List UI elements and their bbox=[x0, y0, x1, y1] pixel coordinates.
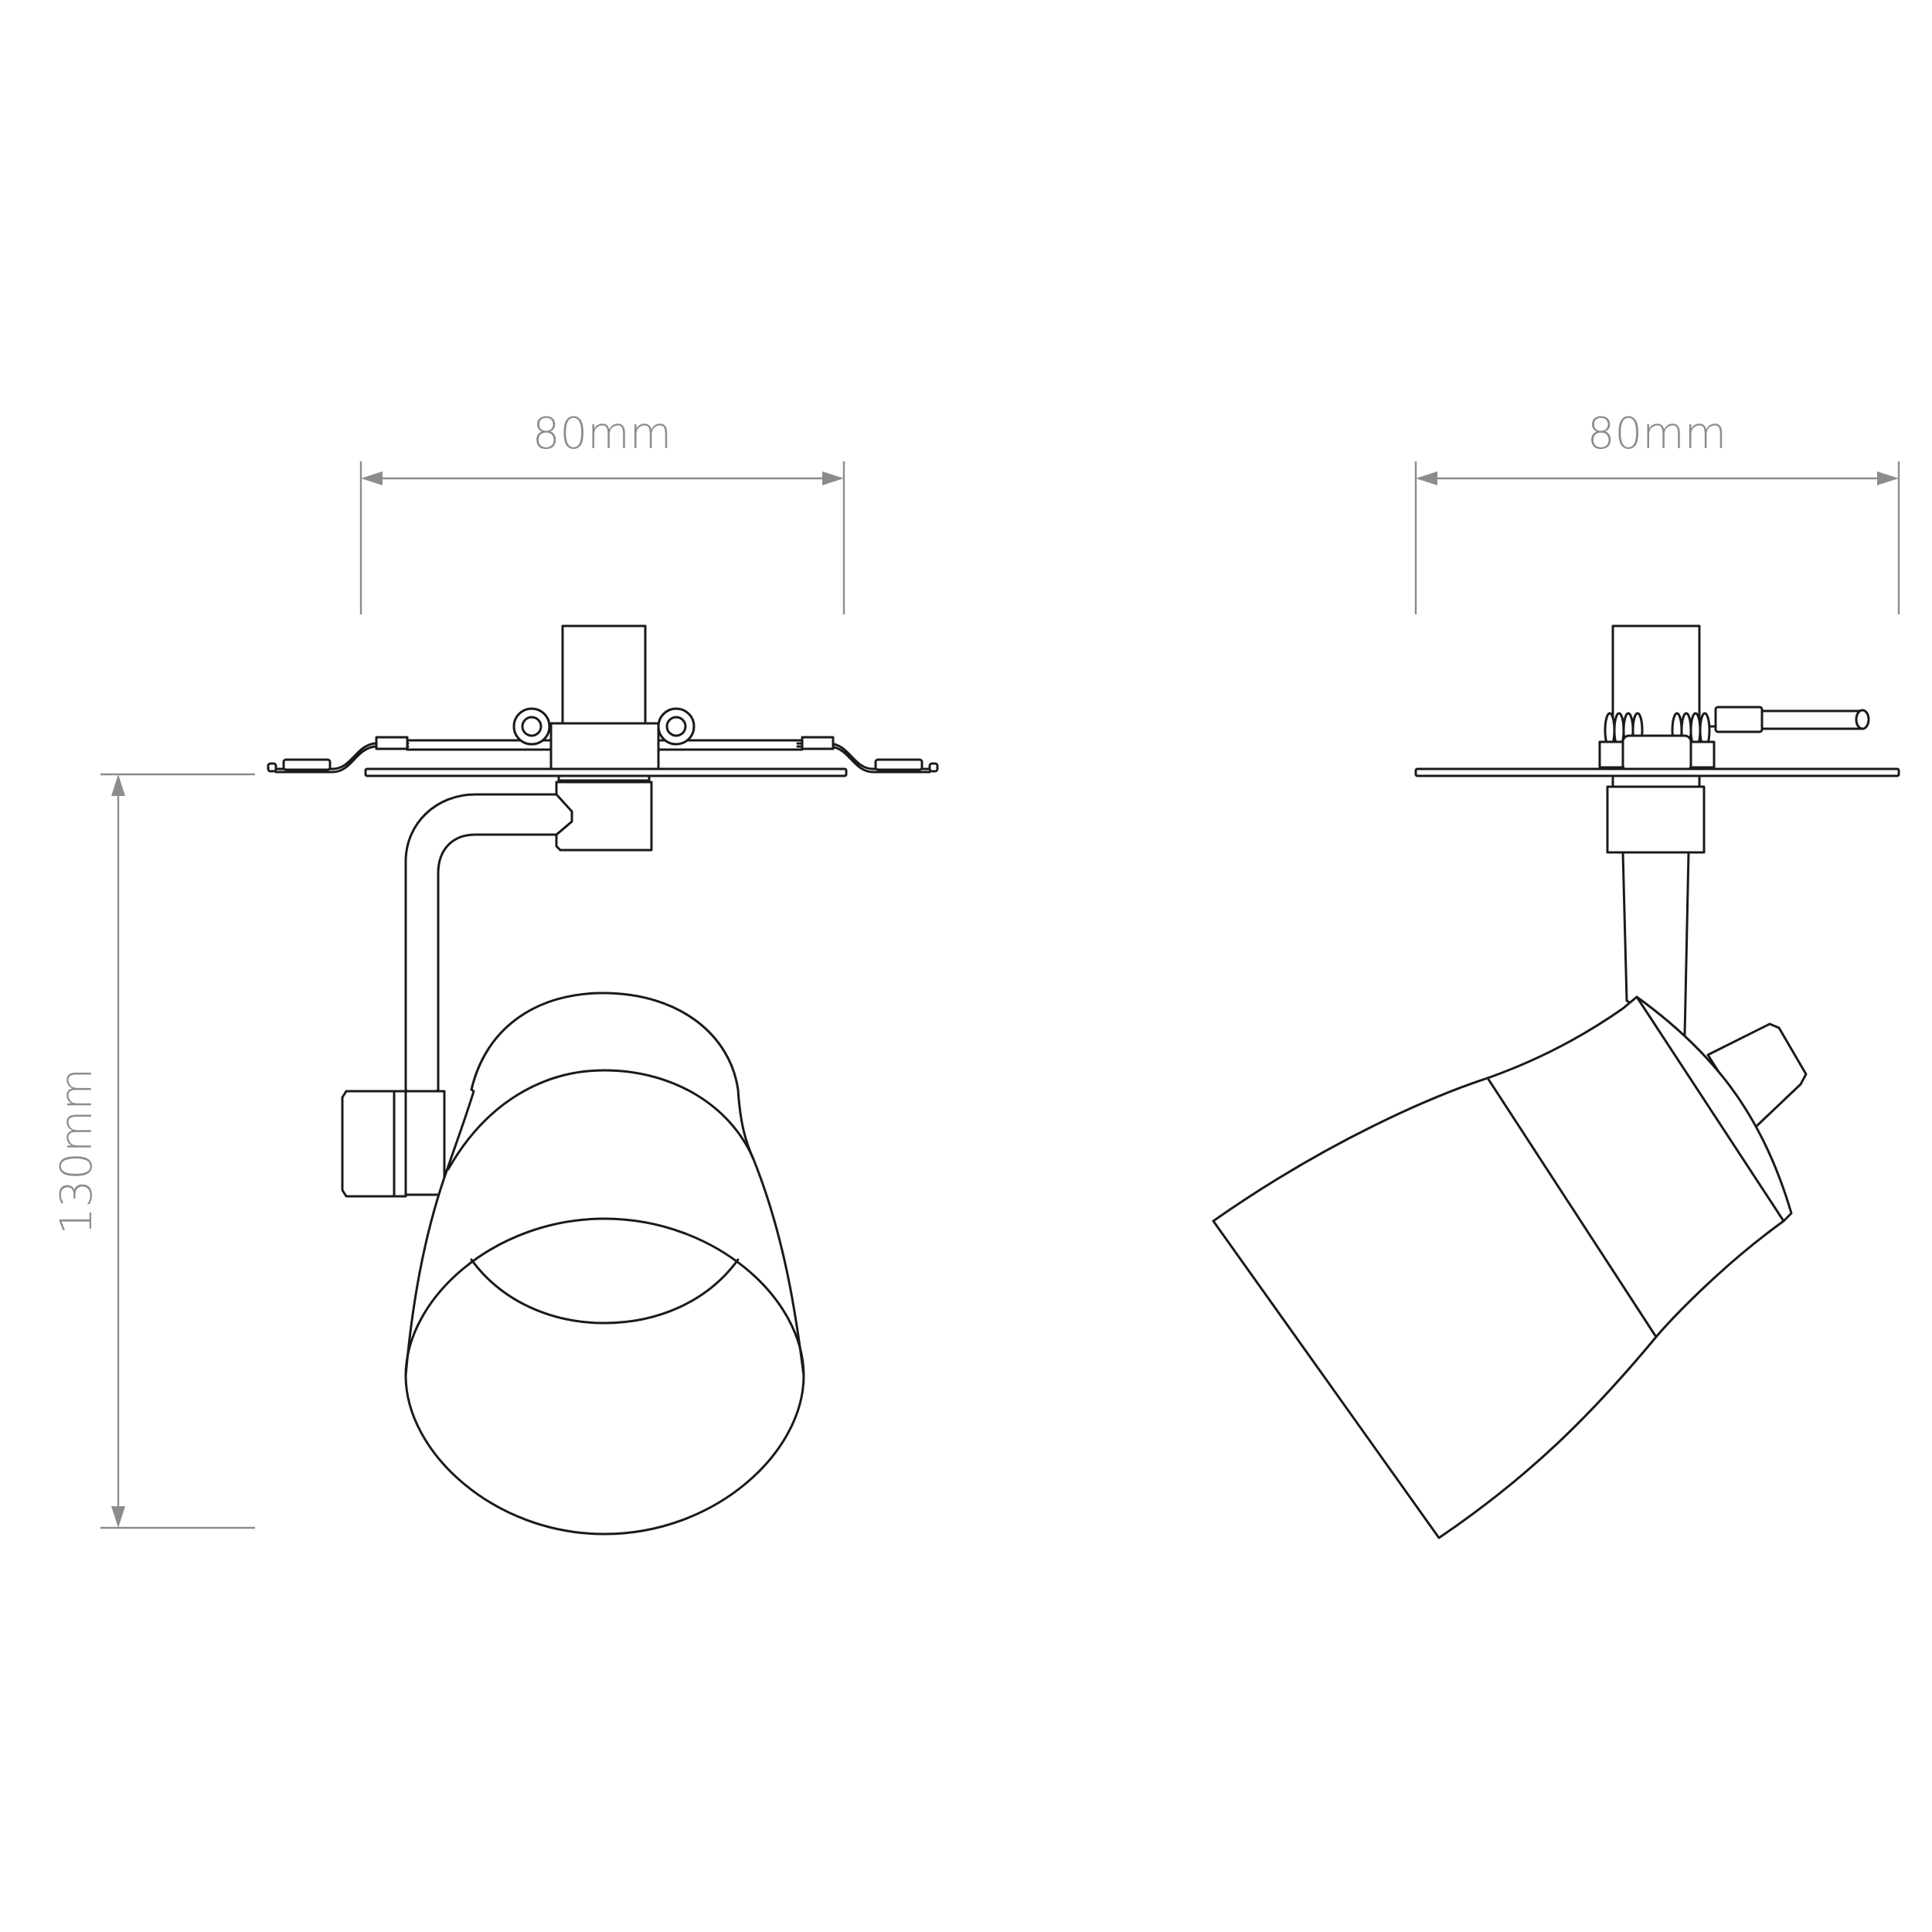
front-clip-tip-right bbox=[928, 762, 939, 773]
front-width-dimension: 80mm bbox=[359, 409, 845, 614]
front-knob-spacer bbox=[404, 1090, 446, 1196]
front-clip-sleeve-right bbox=[801, 736, 835, 750]
height-arrow-bottom bbox=[111, 1506, 125, 1528]
front-clip-sleeve-left bbox=[375, 736, 409, 750]
front-width-arrow-left bbox=[361, 471, 383, 485]
front-terminal-box bbox=[561, 624, 647, 725]
front-lamp-inner-rim bbox=[470, 1258, 740, 1325]
side-cable-end bbox=[1855, 709, 1870, 730]
front-clip-end-right bbox=[874, 758, 923, 771]
height-label: 130mm bbox=[52, 1068, 102, 1235]
side-width-arrow-right bbox=[1877, 471, 1899, 485]
front-width-arrow-right bbox=[822, 471, 844, 485]
front-lamp-rim bbox=[404, 1217, 805, 1377]
front-spring-clip-left bbox=[274, 742, 410, 774]
front-view-spotlight bbox=[267, 624, 939, 1536]
front-ring-screw-left-hole bbox=[521, 716, 543, 737]
side-cable bbox=[1760, 709, 1864, 730]
front-clip-end-left bbox=[282, 758, 332, 771]
front-knob-collar bbox=[393, 1090, 407, 1198]
side-width-label: 80mm bbox=[1587, 409, 1726, 459]
front-lamp-seam bbox=[447, 1069, 755, 1171]
side-clip-latch bbox=[1621, 734, 1692, 773]
front-width-label: 80mm bbox=[532, 409, 672, 459]
side-width-arrow-left bbox=[1416, 471, 1437, 485]
front-terminal-base bbox=[549, 722, 660, 770]
side-lamp-seam bbox=[1486, 1077, 1658, 1338]
side-cable-sleeve bbox=[1714, 706, 1764, 733]
side-width-dimension: 80mm bbox=[1414, 409, 1900, 614]
front-lamp-body bbox=[404, 992, 805, 1536]
side-mount-block bbox=[1606, 785, 1706, 854]
height-dimension: 130mm bbox=[52, 773, 255, 1529]
front-clip-tip-left bbox=[267, 762, 277, 773]
front-mount-neck bbox=[557, 774, 651, 782]
front-ring-screw-right-hole bbox=[665, 716, 687, 737]
side-view-spotlight bbox=[1212, 624, 1900, 1539]
height-arrow-top bbox=[111, 774, 125, 796]
front-adjust-knob bbox=[341, 1090, 396, 1198]
side-mount-neck bbox=[1611, 774, 1701, 788]
side-lamp-back-edge bbox=[1635, 995, 1785, 1223]
side-lamp-body bbox=[1212, 995, 1793, 1539]
